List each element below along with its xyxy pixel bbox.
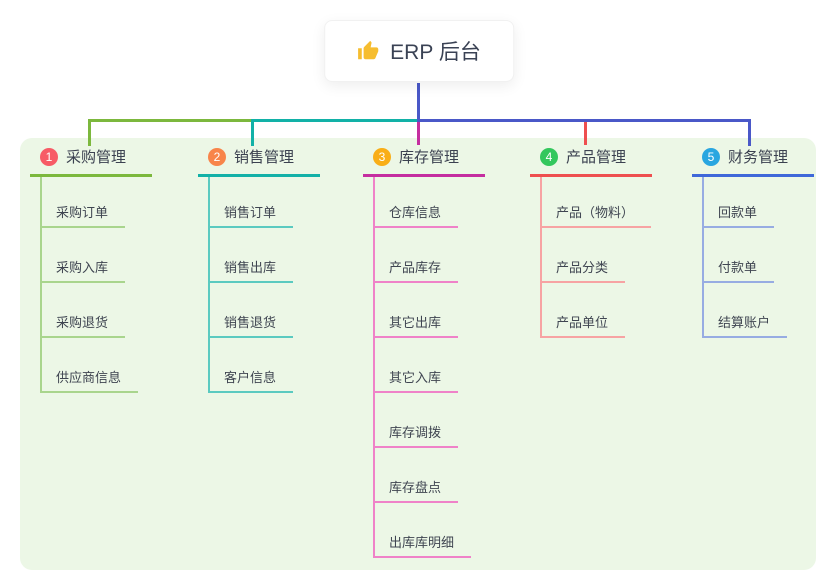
branch-inventory: 3 库存管理 仓库信息 产品库存 其它出库 其它入库 库存调拨 库存盘点 出库库… — [363, 146, 485, 558]
topic-item[interactable]: 产品分类 — [542, 257, 626, 283]
branch-children: 采购订单 采购入库 采购退货 供应商信息 — [40, 177, 152, 393]
branch-header-sales[interactable]: 2 销售管理 — [198, 146, 320, 177]
topic-item[interactable]: 销售出库 — [210, 257, 294, 283]
connector-drop-branch2 — [251, 119, 254, 146]
branch-header-inventory[interactable]: 3 库存管理 — [363, 146, 485, 177]
connector-drop-branch4 — [584, 122, 587, 145]
connector-horizontal-mid — [251, 119, 419, 122]
connector-horizontal-right — [417, 119, 751, 122]
branch-children: 销售订单 销售出库 销售退货 客户信息 — [208, 177, 320, 393]
branch-children: 产品（物料） 产品分类 产品单位 — [540, 177, 652, 338]
topic-item[interactable]: 库存盘点 — [375, 477, 459, 503]
thumbs-up-icon — [357, 40, 379, 62]
connector-horizontal-left — [88, 119, 253, 122]
branch-children: 仓库信息 产品库存 其它出库 其它入库 库存调拨 库存盘点 出库库明细 — [373, 177, 485, 558]
topic-item[interactable]: 销售订单 — [210, 202, 294, 228]
topic-item[interactable]: 库存调拨 — [375, 422, 459, 448]
topic-item[interactable]: 供应商信息 — [42, 367, 139, 393]
topic-item[interactable]: 产品（物料） — [542, 202, 652, 228]
topic-item[interactable]: 付款单 — [704, 257, 775, 283]
topic-item[interactable]: 产品单位 — [542, 312, 626, 338]
connector-drop-branch3 — [417, 122, 420, 145]
topic-item[interactable]: 其它入库 — [375, 367, 459, 393]
topic-item[interactable]: 仓库信息 — [375, 202, 459, 228]
branch-children: 回款单 付款单 结算账户 — [702, 177, 814, 338]
topic-item[interactable]: 采购入库 — [42, 257, 126, 283]
connector-drop-branch5 — [748, 119, 751, 146]
branch-label: 销售管理 — [234, 149, 295, 166]
topic-item[interactable]: 出库库明细 — [375, 532, 472, 558]
branch-number-badge: 1 — [40, 147, 58, 166]
branch-header-purchase[interactable]: 1 采购管理 — [30, 146, 152, 177]
branch-purchase: 1 采购管理 采购订单 采购入库 采购退货 供应商信息 — [30, 146, 152, 393]
connector-root-vertical — [417, 83, 420, 121]
root-label: ERP 后台 — [390, 41, 481, 64]
branch-number-badge: 3 — [373, 147, 391, 166]
branch-number-badge: 4 — [540, 147, 558, 166]
topic-item[interactable]: 采购订单 — [42, 202, 126, 228]
topic-item[interactable]: 产品库存 — [375, 257, 459, 283]
branch-label: 财务管理 — [728, 149, 789, 166]
branch-number-badge: 2 — [208, 147, 226, 166]
branches-panel — [20, 138, 816, 570]
topic-item[interactable]: 销售退货 — [210, 312, 294, 338]
branch-number-badge: 5 — [702, 147, 720, 166]
topic-item[interactable]: 采购退货 — [42, 312, 126, 338]
topic-item[interactable]: 结算账户 — [704, 312, 788, 338]
topic-item[interactable]: 其它出库 — [375, 312, 459, 338]
topic-item[interactable]: 回款单 — [704, 202, 775, 228]
branch-header-finance[interactable]: 5 财务管理 — [692, 146, 814, 177]
branch-finance: 5 财务管理 回款单 付款单 结算账户 — [692, 146, 814, 338]
root-node[interactable]: ERP 后台 — [324, 20, 514, 82]
branch-header-product[interactable]: 4 产品管理 — [530, 146, 652, 177]
connector-drop-branch1 — [88, 119, 91, 146]
branch-label: 库存管理 — [399, 149, 460, 166]
branch-product: 4 产品管理 产品（物料） 产品分类 产品单位 — [530, 146, 652, 338]
branch-label: 产品管理 — [566, 149, 627, 166]
branch-sales: 2 销售管理 销售订单 销售出库 销售退货 客户信息 — [198, 146, 320, 393]
branch-label: 采购管理 — [66, 149, 127, 166]
topic-item[interactable]: 客户信息 — [210, 367, 294, 393]
